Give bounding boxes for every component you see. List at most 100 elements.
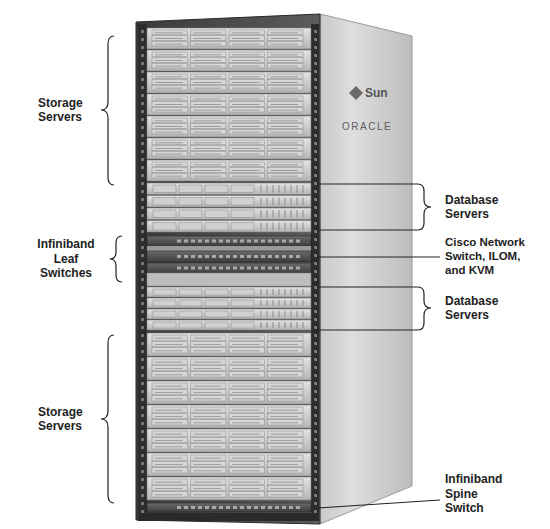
rail-hole (141, 110, 144, 113)
drive-handle (155, 104, 183, 105)
switch-port (289, 267, 293, 270)
vent-slot (285, 289, 286, 295)
rail-hole (141, 326, 144, 329)
drive-bay (191, 396, 227, 401)
switch-port (240, 506, 244, 509)
drive-bay (268, 396, 304, 401)
switch-port (198, 255, 202, 258)
drive-bay (205, 289, 228, 295)
drive-handle (271, 44, 299, 45)
drive-handle (232, 482, 260, 483)
drive-bay (152, 85, 188, 90)
rail-hole (314, 310, 317, 313)
drive-handle (194, 398, 222, 399)
infiniband-leaf-switch (147, 236, 311, 246)
vent-slot (297, 322, 298, 328)
switch-port (205, 267, 209, 270)
drive-handle (155, 440, 183, 441)
rail-hole (141, 190, 144, 193)
drive-handle (271, 470, 299, 471)
drive-bay (229, 444, 265, 449)
drive-bay (152, 407, 188, 412)
drive-bay (229, 74, 265, 79)
drive-bay (268, 85, 304, 90)
drive-bay (229, 96, 265, 101)
drive-handle (155, 362, 183, 363)
vent-slot (273, 311, 274, 317)
drive-handle (232, 494, 260, 495)
drive-bay (152, 431, 188, 436)
database-server (147, 183, 311, 195)
drive-handle (194, 338, 222, 339)
rail-hole (314, 86, 317, 89)
drive-bay (152, 30, 188, 35)
drive-handle (194, 76, 222, 77)
drive-handle (232, 470, 260, 471)
vent-slot (291, 300, 292, 306)
drive-handle (232, 374, 260, 375)
vent-slot (285, 223, 286, 231)
drive-handle (194, 88, 222, 89)
vent-slot (273, 300, 274, 306)
drive-bay (229, 420, 265, 425)
switch-port (275, 255, 279, 258)
switch-port (226, 506, 230, 509)
drive-handle (232, 440, 260, 441)
drive-bay (229, 396, 265, 401)
vent-slot (297, 311, 298, 317)
switch-port (233, 506, 237, 509)
vent-slot (279, 300, 280, 306)
vent-slot (303, 289, 304, 295)
drive-bay (268, 146, 304, 151)
drive-bay (191, 146, 227, 151)
rail-hole (314, 374, 317, 377)
drive-bay (205, 223, 228, 231)
drive-bay (152, 383, 188, 388)
rail-hole (314, 366, 317, 369)
drive-bay (268, 41, 304, 46)
drive-handle (232, 110, 260, 111)
storage-server (147, 72, 311, 93)
drive-handle (232, 88, 260, 89)
drive-handle (155, 350, 183, 351)
drive-bay (268, 30, 304, 35)
drive-handle (194, 368, 222, 369)
rail-hole (141, 102, 144, 105)
switch-port (296, 506, 300, 509)
switch-port (261, 267, 265, 270)
drive-bay (191, 407, 227, 412)
drive-handle (155, 344, 183, 345)
drive-bay (231, 322, 254, 328)
drive-handle (155, 386, 183, 387)
drive-handle (232, 104, 260, 105)
drive-handle (155, 76, 183, 77)
drive-handle (194, 470, 222, 471)
drive-bay (268, 80, 304, 85)
rail-hole (141, 46, 144, 49)
drive-bay (229, 341, 265, 346)
drive-bay (179, 198, 202, 206)
drive-bay (268, 118, 304, 123)
annotation-marks (101, 36, 440, 508)
drive-handle (271, 60, 299, 61)
rail-hole (141, 470, 144, 473)
rail-hole (141, 174, 144, 177)
drive-bay (191, 36, 227, 41)
rail-hole (314, 134, 317, 137)
switch-port (205, 255, 209, 258)
drive-bay (153, 185, 176, 193)
drive-bay (205, 198, 228, 206)
drive-handle (194, 434, 222, 435)
drive-bay (268, 485, 304, 490)
switch-port (247, 255, 251, 258)
drive-bay (191, 468, 227, 473)
drive-bay (229, 359, 265, 364)
drive-handle (232, 54, 260, 55)
rail-hole (314, 238, 317, 241)
vent-slot (303, 322, 304, 328)
rail-hole (314, 62, 317, 65)
drive-handle (155, 38, 183, 39)
drive-handle (271, 76, 299, 77)
switch-port (289, 240, 293, 243)
rail-hole (314, 230, 317, 233)
